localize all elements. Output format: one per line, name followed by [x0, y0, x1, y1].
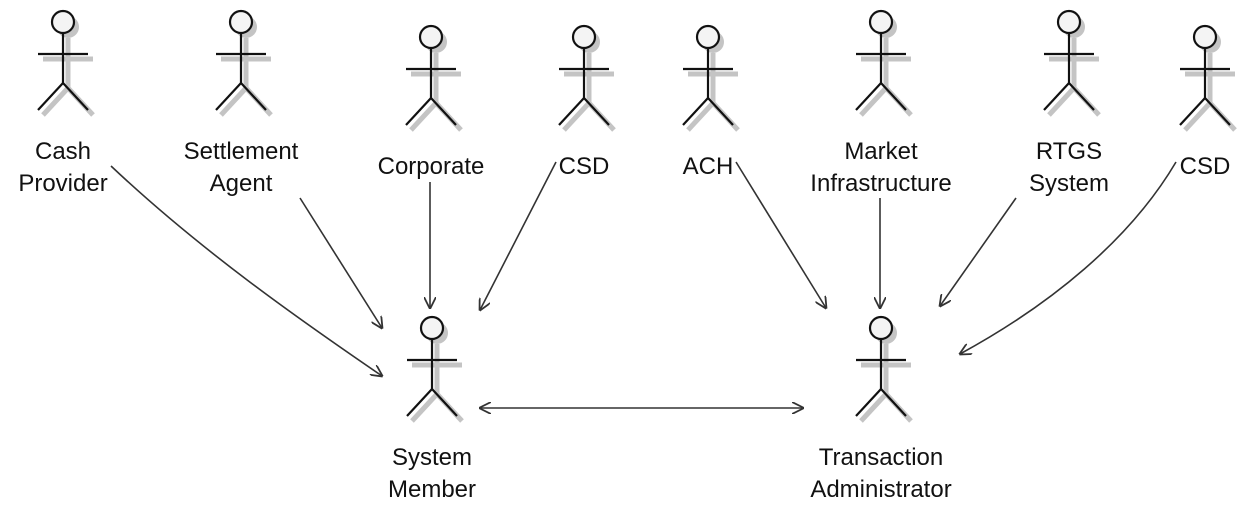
actor-label: Agent: [210, 170, 273, 197]
actor-icon: [1179, 24, 1237, 132]
actor-label: ACH: [683, 153, 734, 180]
actor-icon: [855, 315, 913, 423]
actor-label: CSD: [559, 153, 610, 180]
actor-csd-1: CSD: [558, 24, 616, 180]
relations-layer: [110, 161, 1177, 408]
actor-csd-2: CSD: [1179, 24, 1237, 180]
relation-ach-to-transaction-administrator: [735, 161, 826, 308]
relation-csd-2-to-transaction-administrator: [960, 161, 1177, 354]
actor-label: System: [1029, 170, 1109, 197]
relation-settlement-agent-to-system-member: [299, 197, 382, 328]
actor-icon: [1043, 9, 1101, 117]
actor-label: RTGS: [1036, 138, 1102, 165]
actor-label: Infrastructure: [810, 170, 951, 197]
actor-label: Provider: [18, 170, 107, 197]
relation-rtgs-system-to-transaction-administrator: [940, 197, 1017, 306]
actor-icon: [682, 24, 740, 132]
actor-icon: [215, 9, 273, 117]
actor-label: Administrator: [810, 476, 951, 503]
actor-icon: [405, 24, 463, 132]
actor-label: Market: [844, 138, 918, 165]
actor-label: Member: [388, 476, 476, 503]
relation-cash-provider-to-system-member: [110, 165, 382, 376]
actor-label: Settlement: [184, 138, 299, 165]
actor-icon: [855, 9, 913, 117]
actor-label: Corporate: [378, 153, 485, 180]
actor-ach: ACH: [682, 24, 740, 180]
actor-label: Cash: [35, 138, 91, 165]
actor-icon: [406, 315, 464, 423]
actor-corporate: Corporate: [378, 24, 485, 180]
actor-label: Transaction: [819, 444, 944, 471]
relation-csd-1-to-system-member: [480, 161, 557, 310]
actor-rtgs-system: RTGS System: [1029, 9, 1109, 197]
actor-label: System: [392, 444, 472, 471]
actor-icon: [37, 9, 95, 117]
actor-label: CSD: [1180, 153, 1231, 180]
actor-icon: [558, 24, 616, 132]
